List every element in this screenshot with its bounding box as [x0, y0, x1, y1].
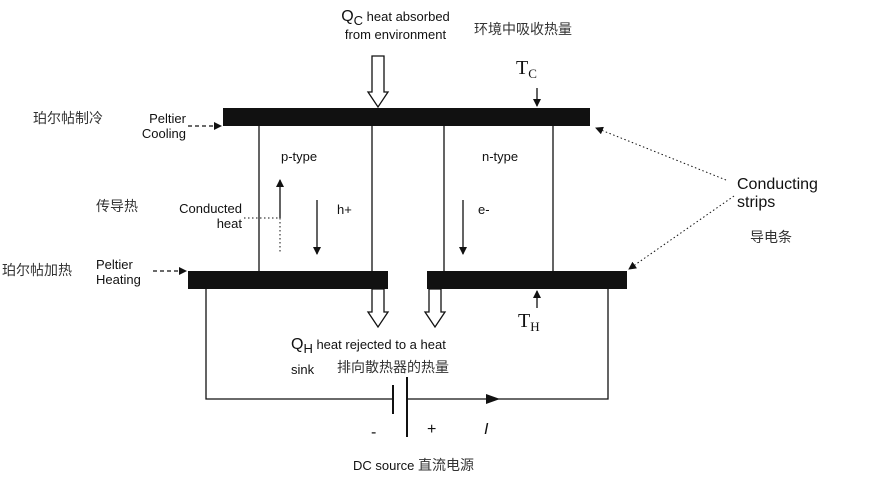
qc-cn-label: 环境中吸收热量 [474, 22, 572, 38]
cooling-line2: Cooling [141, 126, 186, 141]
circuit-wire-right [407, 289, 609, 400]
conducted-label: Conducted heat [160, 201, 242, 231]
qc-line2: from environment [344, 27, 447, 42]
strips-line1: Conducting [737, 176, 818, 193]
th-label: TH [518, 310, 540, 334]
tc-subscript: C [528, 66, 537, 81]
strips-line2: strips [737, 194, 776, 211]
top-conducting-strip [223, 108, 590, 126]
bottom-left-strip [188, 271, 388, 289]
current-label: I [484, 421, 489, 438]
circuit-wire [205, 289, 393, 400]
tc-label: TC [516, 57, 537, 81]
battery-plus-label: + [427, 421, 437, 438]
qc-line1: heat absorbed [363, 9, 450, 24]
conducted-line1: Conducted [179, 201, 242, 216]
qh-line2: sink [291, 362, 315, 377]
electron-label: e- [478, 202, 490, 217]
bottom-right-strip [427, 271, 627, 289]
th-symbol: T [518, 310, 531, 332]
heating-line1: Peltier [96, 257, 133, 272]
cooling-label: Peltier Cooling [130, 111, 186, 141]
hole-label: h+ [337, 202, 352, 217]
dc-source-label: DC source 直流电源 [353, 458, 474, 474]
dc-source-text: DC source [353, 458, 415, 473]
conducted-line2: heat [216, 216, 242, 231]
strip-pointer-bottom [628, 195, 735, 270]
n-type-label: n-type [482, 149, 519, 164]
heating-cn-label: 珀尔帖加热 [2, 263, 72, 279]
dc-source-cn: 直流电源 [418, 458, 475, 474]
qh-cn-label: 排向散热器的热量 [337, 360, 449, 376]
qc-label: QC heat absorbed from environment [333, 8, 458, 44]
strip-pointer-top [595, 126, 727, 181]
conducted-cn-label: 传导热 [96, 199, 138, 215]
cooling-line1: Peltier [149, 111, 186, 126]
strips-cn-label: 导电条 [750, 230, 792, 246]
tc-symbol: T [516, 57, 529, 79]
heating-line2: Heating [96, 272, 141, 287]
qh-line1: heat rejected to a heat [312, 337, 446, 352]
qh-subscript: H [303, 341, 313, 356]
qh-symbol: Q [291, 336, 304, 353]
p-type-label: p-type [281, 149, 318, 164]
qc-subscript: C [353, 13, 364, 28]
battery-minus-label: - [371, 424, 377, 441]
strips-label: Conducting strips [737, 176, 818, 212]
cooling-cn-label: 珀尔帖制冷 [33, 111, 103, 127]
qh-heat-arrow-right [423, 288, 447, 329]
current-direction-arrow [486, 394, 500, 404]
qc-heat-arrow [366, 55, 390, 109]
qh-label: QH heat rejected to a heat [291, 336, 446, 356]
heating-label: Peltier Heating [96, 257, 152, 287]
qc-symbol: Q [341, 8, 354, 25]
th-subscript: H [530, 319, 540, 334]
qh-heat-arrow-left [366, 288, 390, 329]
